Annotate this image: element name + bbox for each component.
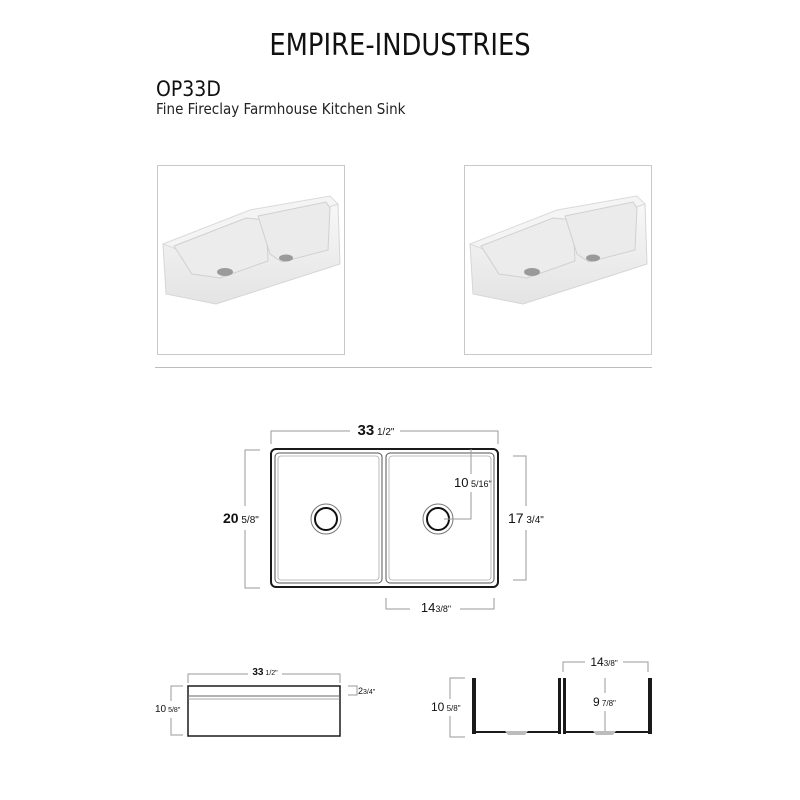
brand-title: EMPIRE-INDUSTRIES — [269, 28, 531, 63]
product-photo-1 — [157, 165, 345, 355]
model-number: OP33D — [156, 77, 221, 101]
bowl-inner-depth-label: 9 7/8" — [593, 695, 616, 709]
bowl-depth-label: 17 3/4" — [508, 510, 544, 526]
drain-icon — [586, 254, 600, 262]
drain-icon — [524, 268, 540, 276]
drain-icon — [217, 268, 233, 276]
drain-icon — [593, 731, 616, 735]
product-photo-2 — [464, 165, 652, 355]
plan-depth-label: 20 5/8" — [223, 510, 259, 526]
sink-illustration-icon — [161, 195, 341, 305]
product-description: Fine Fireclay Farmhouse Kitchen Sink — [156, 100, 406, 118]
sink-illustration-icon — [468, 195, 648, 305]
section-divider — [155, 367, 652, 368]
plan-width-label: 33 1/2" — [357, 422, 395, 439]
apron-band-label: 23/4" — [358, 686, 376, 696]
side-height-label: 10 5/8" — [431, 700, 461, 714]
drain-icon — [314, 507, 338, 531]
bowl-width-label: 143/8" — [420, 600, 452, 615]
drain-icon — [279, 254, 293, 262]
side-bowl-width-label: 143/8" — [590, 655, 618, 669]
front-width-label: 33 1/2" — [252, 667, 278, 678]
front-height-label: 10 5/8" — [155, 704, 181, 715]
drain-offset-label: 10 5/16" — [454, 475, 492, 490]
drain-icon — [310, 503, 342, 535]
drain-icon — [505, 731, 528, 735]
